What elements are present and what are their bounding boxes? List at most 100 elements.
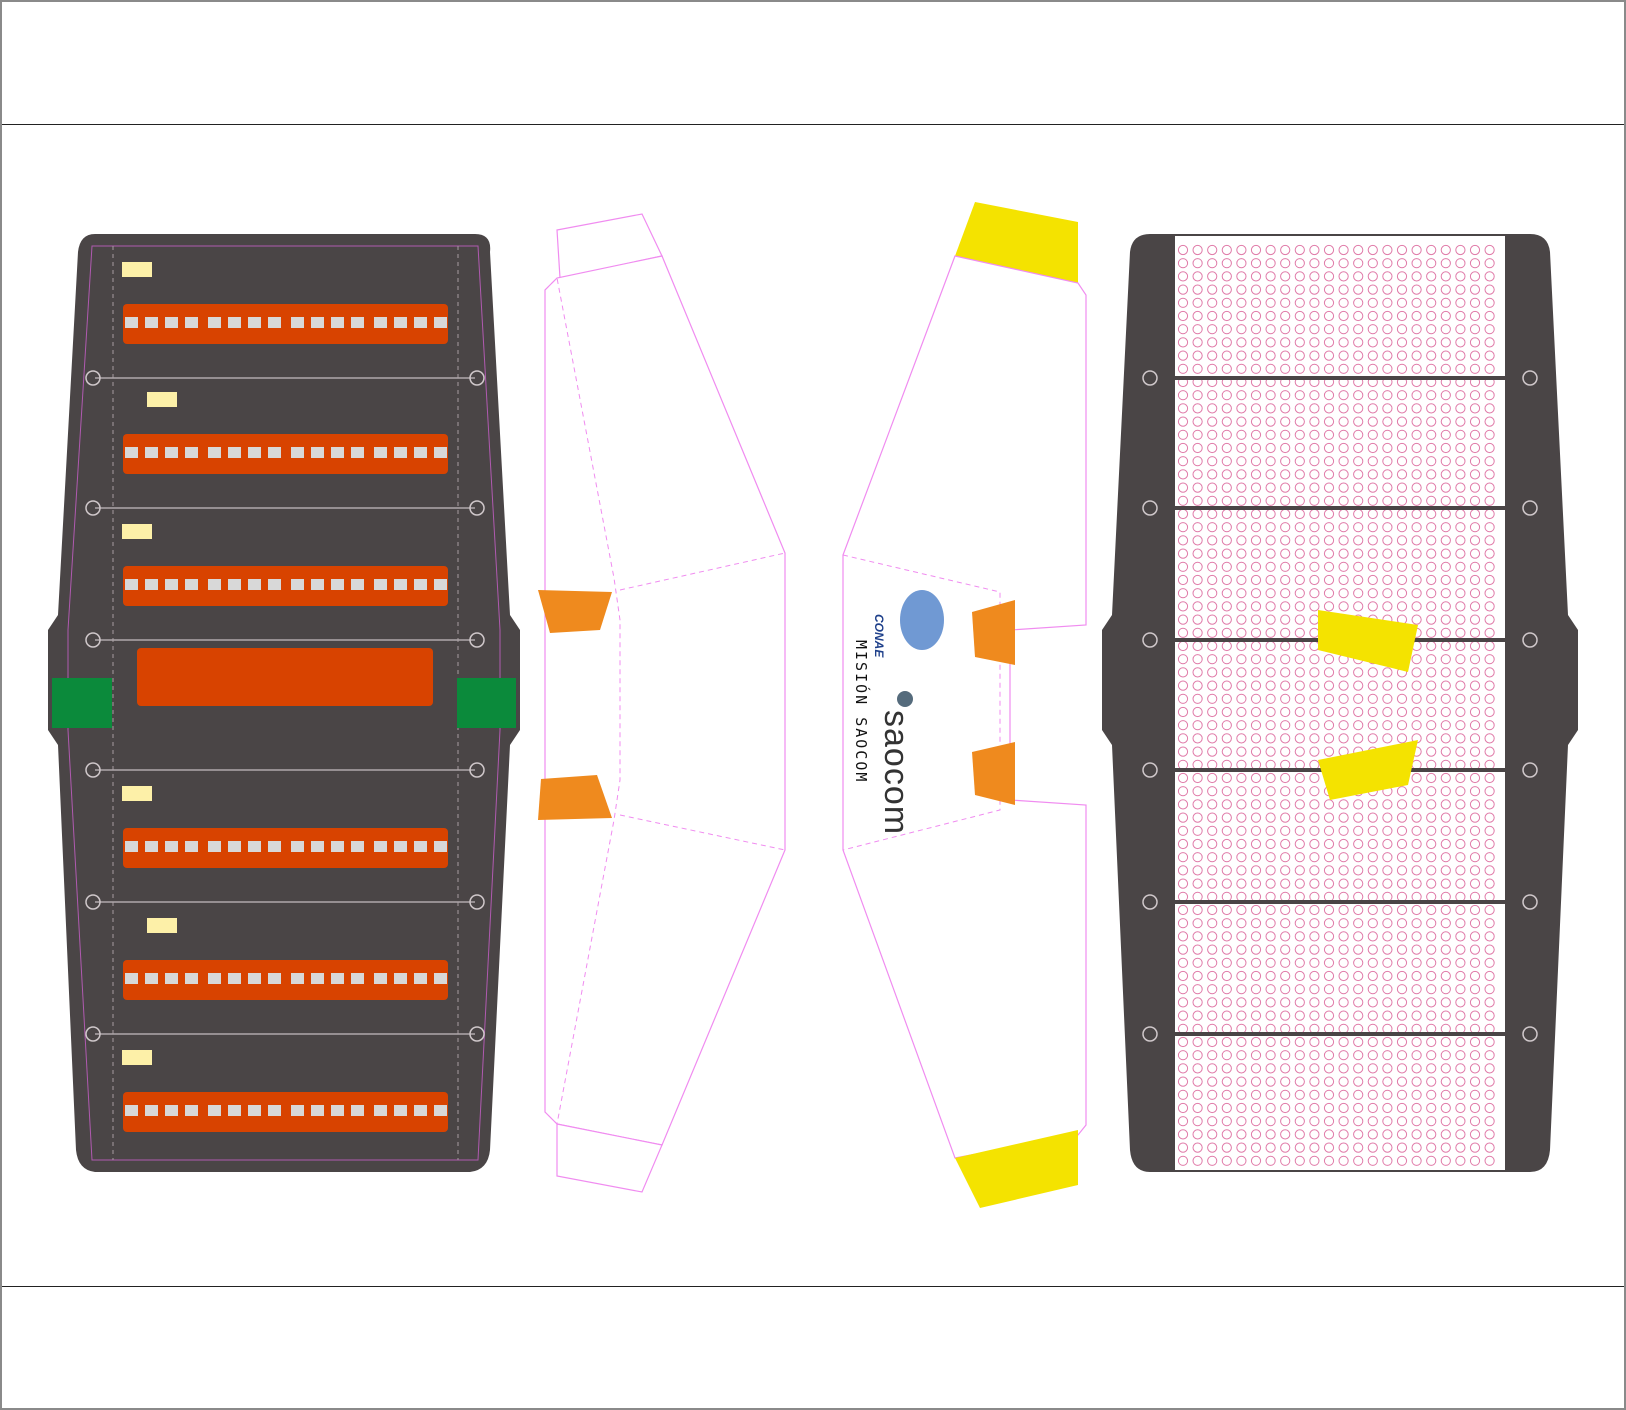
solar-cell bbox=[1396, 852, 1408, 863]
solar-cell bbox=[1265, 1050, 1276, 1061]
solar-cell bbox=[1484, 786, 1495, 797]
connector-pad bbox=[374, 579, 387, 590]
connector-pad bbox=[185, 317, 198, 328]
copper-board bbox=[123, 828, 448, 868]
solar-cell bbox=[1294, 1050, 1305, 1061]
solar-cell bbox=[1440, 337, 1451, 348]
solar-cell bbox=[1192, 324, 1203, 335]
net-logo-fold bbox=[842, 554, 1001, 851]
solar-cell bbox=[1353, 258, 1364, 269]
solar-cell bbox=[1192, 746, 1203, 757]
solar-cell bbox=[1469, 957, 1481, 968]
screw-hole-icon bbox=[1522, 632, 1538, 648]
solar-cell bbox=[1440, 772, 1451, 784]
solar-cell bbox=[1469, 548, 1481, 559]
solar-cell bbox=[1221, 904, 1232, 916]
solar-cell bbox=[1207, 944, 1218, 955]
solar-cell bbox=[1455, 324, 1466, 335]
solar-cell bbox=[1192, 706, 1203, 718]
solar-cell bbox=[1338, 852, 1349, 863]
solar-cell bbox=[1367, 667, 1378, 678]
solar-cell bbox=[1323, 456, 1335, 467]
solar-cell bbox=[1323, 574, 1335, 586]
solar-cell bbox=[1221, 1063, 1232, 1074]
solar-cell bbox=[1323, 1155, 1335, 1166]
solar-cell bbox=[1221, 363, 1232, 374]
solar-cell bbox=[1177, 1050, 1189, 1061]
solar-cell bbox=[1207, 1155, 1218, 1166]
screw-hole-icon bbox=[469, 894, 485, 910]
solar-cell bbox=[1484, 1050, 1495, 1061]
solar-cell bbox=[1367, 1010, 1378, 1021]
solar-cell bbox=[1484, 574, 1495, 586]
solar-cell bbox=[1353, 350, 1364, 361]
solar-cell bbox=[1177, 244, 1189, 256]
solar-cell bbox=[1192, 865, 1203, 876]
solar-cell bbox=[1265, 904, 1276, 916]
connector-pad bbox=[291, 973, 304, 984]
solar-cell bbox=[1484, 733, 1495, 744]
solar-cell bbox=[1280, 588, 1291, 599]
solar-cell bbox=[1469, 720, 1481, 731]
solar-cell bbox=[1469, 1076, 1481, 1087]
solar-cell bbox=[1338, 548, 1349, 559]
solar-cell bbox=[1250, 680, 1262, 691]
connector-pad bbox=[208, 447, 221, 458]
solar-cell bbox=[1192, 548, 1203, 559]
solar-cell bbox=[1207, 918, 1218, 929]
solar-cell bbox=[1221, 1129, 1232, 1140]
solar-cell bbox=[1469, 1129, 1481, 1140]
solar-cell bbox=[1484, 403, 1495, 414]
solar-cell bbox=[1250, 561, 1262, 572]
solar-cell bbox=[1396, 706, 1408, 718]
solar-cell bbox=[1484, 614, 1495, 625]
solar-cell bbox=[1484, 1142, 1495, 1153]
solar-cell bbox=[1469, 416, 1481, 427]
solar-cell bbox=[1469, 654, 1481, 665]
solar-cell bbox=[1192, 918, 1203, 929]
connector-pad bbox=[185, 1105, 198, 1116]
solar-cell bbox=[1353, 1142, 1364, 1153]
solar-cell bbox=[1309, 337, 1320, 348]
solar-cell bbox=[1207, 350, 1218, 361]
solar-cell bbox=[1396, 297, 1408, 308]
solar-cell bbox=[1382, 456, 1393, 467]
solar-cell bbox=[1353, 825, 1364, 836]
solar-cell bbox=[1265, 601, 1276, 612]
solar-cell bbox=[1177, 693, 1189, 704]
solar-cell bbox=[1192, 693, 1203, 704]
solar-cell bbox=[1382, 548, 1393, 559]
solar-cell bbox=[1323, 390, 1335, 401]
solar-cell bbox=[1455, 997, 1466, 1008]
solar-cell bbox=[1192, 1142, 1203, 1153]
solar-cell bbox=[1294, 284, 1305, 295]
connector-pad bbox=[145, 841, 158, 852]
solar-cell bbox=[1469, 733, 1481, 744]
solar-cell bbox=[1192, 627, 1203, 638]
connector-pad bbox=[145, 1105, 158, 1116]
screw-hole-icon bbox=[85, 894, 101, 910]
solar-cell bbox=[1484, 720, 1495, 731]
solar-cell bbox=[1280, 772, 1291, 784]
solar-cell bbox=[1396, 931, 1408, 942]
solar-cell bbox=[1455, 522, 1466, 533]
solar-cell bbox=[1484, 693, 1495, 704]
solar-cell bbox=[1221, 324, 1232, 335]
solar-cell bbox=[1484, 799, 1495, 810]
solar-cell bbox=[1192, 271, 1203, 282]
solar-cell bbox=[1221, 865, 1232, 876]
solar-cell bbox=[1236, 495, 1247, 506]
solar-cell bbox=[1265, 772, 1276, 784]
solar-cell bbox=[1396, 416, 1408, 427]
solar-cell bbox=[1382, 522, 1393, 533]
solar-cell bbox=[1309, 442, 1320, 454]
solar-cell bbox=[1338, 574, 1349, 586]
solar-cell bbox=[1294, 918, 1305, 929]
solar-cell bbox=[1338, 1010, 1349, 1021]
solar-cell bbox=[1250, 469, 1262, 480]
solar-cell bbox=[1338, 442, 1349, 454]
solar-cell bbox=[1309, 1129, 1320, 1140]
solar-cell bbox=[1207, 667, 1218, 678]
solar-cell bbox=[1323, 1116, 1335, 1127]
connector-pad bbox=[125, 1105, 138, 1116]
